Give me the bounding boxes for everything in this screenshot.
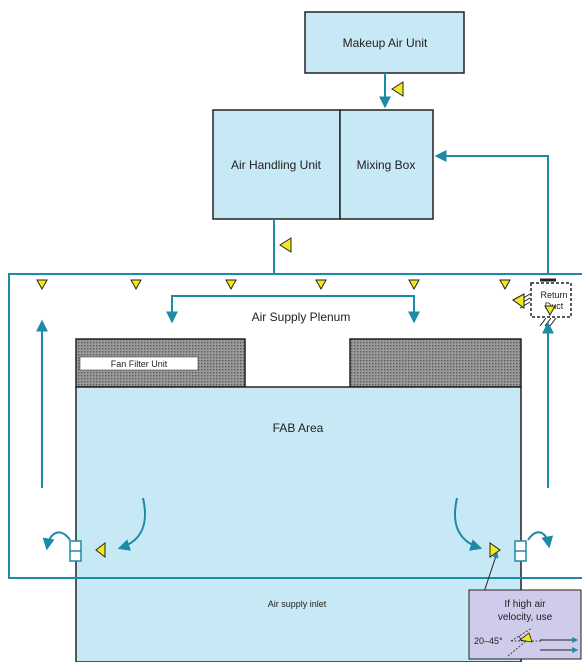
- makeup-air-unit-label: Makeup Air Unit: [343, 36, 428, 50]
- air-handling-unit-box: [212, 109, 341, 220]
- ceiling-diffuser-icon: [499, 279, 511, 291]
- fan-filter-unit-label: Fan Filter Unit: [111, 359, 168, 369]
- fan-filter-unit-label-bg: [79, 356, 199, 371]
- flow-marker-icon: [544, 305, 556, 317]
- velocity-note-box: [468, 589, 582, 660]
- fan-filter-unit-right: [349, 338, 522, 388]
- fab-circulation-arrow-left: [117, 497, 146, 551]
- ceiling-diffuser-icon: [36, 279, 48, 291]
- flow-marker-icon: [512, 293, 525, 309]
- plenum-distribution-arrow: [166, 295, 420, 324]
- fab-circulation-arrow-right: [454, 497, 483, 551]
- ceiling-diffuser-icon: [408, 279, 420, 291]
- return-duct-label-line1: Return: [540, 290, 567, 300]
- air-supply-inlet-label: Air supply inlet: [268, 599, 327, 609]
- mixing-box-label: Mixing Box: [357, 158, 416, 172]
- velocity-note-angle: 20–45°: [474, 636, 503, 646]
- return-to-mixing-box-arrow: [434, 150, 549, 275]
- velocity-note-line2: velocity, use: [498, 612, 553, 623]
- air-handling-unit-label: Air Handling Unit: [231, 158, 322, 172]
- ceiling-diffuser-icon: [130, 279, 142, 291]
- fab-area: [75, 386, 522, 662]
- flow-marker-icon: [391, 81, 404, 97]
- air-supply-plenum-label: Air Supply Plenum: [252, 310, 351, 324]
- angle-diagram-icon: [507, 627, 579, 657]
- mixing-box-box: [339, 109, 434, 220]
- ceiling-diffuser-icon: [225, 279, 237, 291]
- note-pointer: [482, 551, 499, 596]
- flow-marker-icon: [95, 541, 106, 559]
- wall-return-arrow-right: [527, 531, 554, 549]
- flow-marker-icon: [279, 237, 292, 253]
- ceiling-diffuser-icon: [315, 279, 327, 291]
- wall-return-arrow-left: [42, 531, 71, 551]
- velocity-note-line1: If high air: [504, 599, 546, 610]
- fab-area-label: FAB Area: [273, 421, 324, 435]
- makeup-air-unit-box: [304, 11, 465, 74]
